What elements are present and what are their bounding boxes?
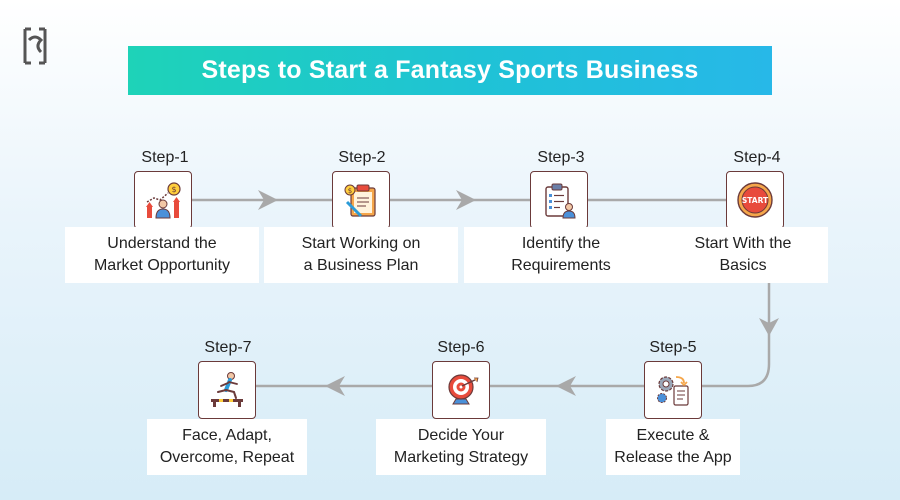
arrow-2-3 xyxy=(456,190,476,210)
step-1-text-line2: Market Opportunity xyxy=(93,257,231,274)
step-5-label: Step-5 xyxy=(649,339,697,356)
step-3-icon-box xyxy=(530,171,588,229)
target-strategy-icon xyxy=(448,374,479,405)
step-6-text-line2: Marketing Strategy xyxy=(393,449,529,466)
step-5-text-line1: Execute & xyxy=(636,427,710,444)
start-button-icon: START xyxy=(737,182,773,218)
step-6-label: Step-6 xyxy=(437,339,485,356)
market-growth-icon: $ xyxy=(146,182,181,219)
execute-gears-icon xyxy=(657,376,689,406)
svg-text:$: $ xyxy=(171,185,176,194)
step-5-icon-box xyxy=(644,361,702,419)
brand-logo-icon xyxy=(23,27,47,65)
step-3-label: Step-3 xyxy=(537,149,585,166)
step-6-icon-box xyxy=(432,361,490,419)
step-2-description: Start Working on a Business Plan xyxy=(264,227,458,283)
step-2-label: Step-2 xyxy=(338,149,386,166)
arrow-5-6 xyxy=(556,376,576,396)
step-7-icon-box xyxy=(198,361,256,419)
step-3-description: Identify the Requirements xyxy=(464,227,658,283)
step-3-text-line1: Identify the xyxy=(521,235,601,252)
step-3-text-line2: Requirements xyxy=(511,257,611,274)
step-6-text-line1: Decide Your xyxy=(417,427,505,444)
step-5-text-line2: Release the App xyxy=(614,449,732,466)
step-2-icon-box: $ xyxy=(332,171,390,229)
step-7-text-line1: Face, Adapt, xyxy=(182,427,272,444)
step-7-label: Step-7 xyxy=(204,339,252,356)
step-1-description: Understand the Market Opportunity xyxy=(65,227,259,283)
svg-text:START: START xyxy=(742,196,769,205)
step-7-text-line2: Overcome, Repeat xyxy=(159,449,295,466)
arrow-6-7 xyxy=(325,376,345,396)
title-banner: Steps to Start a Fantasy Sports Business xyxy=(128,46,772,95)
step-4-description: Start With the Basics xyxy=(658,227,828,283)
arrow-4-5 xyxy=(759,318,779,336)
step-6-description: Decide Your Marketing Strategy xyxy=(376,419,546,475)
step-7-description: Face, Adapt, Overcome, Repeat xyxy=(147,419,307,475)
arrow-1-2 xyxy=(258,190,278,210)
step-2-text-line2: a Business Plan xyxy=(303,257,419,274)
step-4-label: Step-4 xyxy=(733,149,781,166)
svg-text:$: $ xyxy=(348,187,352,195)
hurdle-runner-icon xyxy=(211,372,243,407)
step-5-description: Execute & Release the App xyxy=(606,419,740,475)
step-4-text-line1: Start With the xyxy=(694,235,792,252)
business-plan-icon: $ xyxy=(344,184,376,218)
step-1-icon-box: $ xyxy=(134,171,192,229)
step-1-text-line1: Understand the xyxy=(107,235,217,252)
step-2-text-line1: Start Working on xyxy=(301,235,421,252)
step-4-icon-box: START xyxy=(726,171,784,229)
step-1-label: Step-1 xyxy=(141,149,189,166)
page-title: Steps to Start a Fantasy Sports Business xyxy=(201,56,699,84)
step-4-text-line2: Basics xyxy=(719,257,767,274)
requirements-clipboard-icon xyxy=(545,183,576,219)
